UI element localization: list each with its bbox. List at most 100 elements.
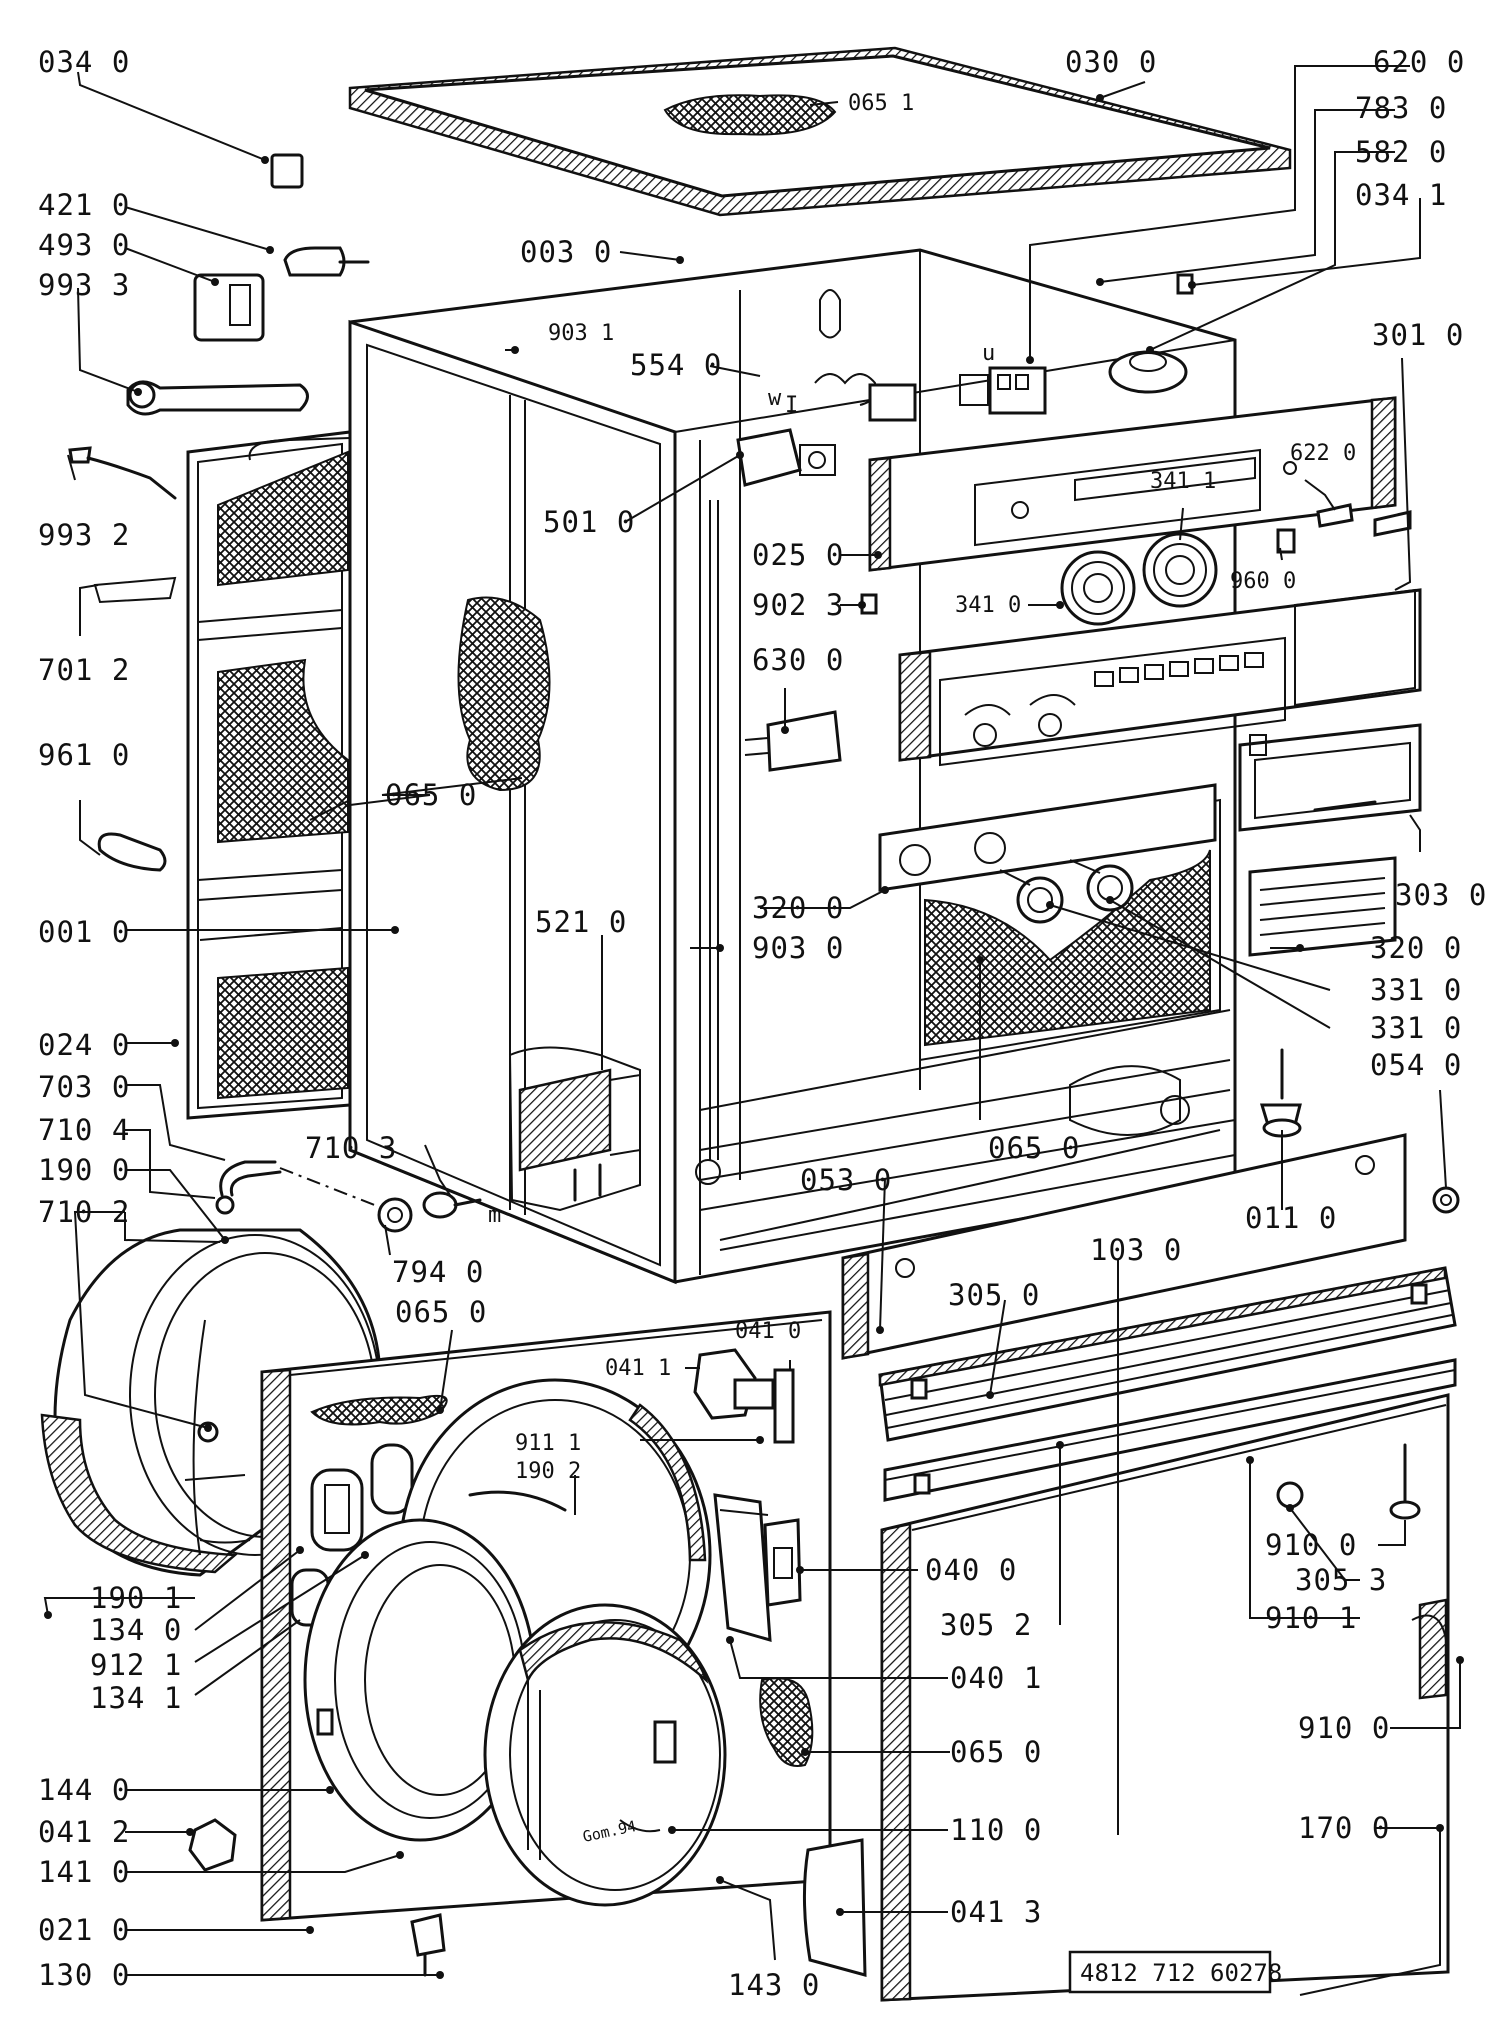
part-label: 910 1	[1265, 1601, 1357, 1635]
part-label: 041 3	[950, 1895, 1042, 1929]
part-label: 341 0	[955, 593, 1021, 618]
part-label: 030 0	[1065, 45, 1157, 79]
part-label: 053 0	[800, 1163, 892, 1197]
part-label: 305 2	[940, 1608, 1032, 1642]
door-hinge	[713, 1493, 802, 1643]
part-label: 320 0	[752, 891, 844, 925]
part-label: 620 0	[1373, 45, 1465, 79]
part-label: 034 0	[38, 45, 130, 79]
part-label: 190 2	[515, 1459, 581, 1484]
part-label: 103 0	[1090, 1233, 1182, 1267]
part-label: 960 0	[1230, 569, 1296, 594]
top-cover	[348, 46, 1292, 217]
part-label: 190 0	[38, 1153, 130, 1187]
part-label: 794 0	[392, 1255, 484, 1289]
part-label: 630 0	[752, 643, 844, 677]
part-label: 134 1	[90, 1681, 182, 1715]
part-label: 041 0	[735, 1319, 801, 1344]
counterweight-305	[878, 1266, 1457, 1442]
part-label: 421 0	[38, 188, 130, 222]
part-label: 003 0	[520, 235, 612, 269]
part-label: 041 1	[605, 1356, 671, 1381]
part-label: 903 0	[752, 931, 844, 965]
part-label: 582 0	[1355, 135, 1447, 169]
part-label: 305 0	[948, 1278, 1040, 1312]
timer-dial-left	[1060, 550, 1136, 626]
panel-buttons	[1094, 652, 1264, 687]
mark-i: I	[785, 393, 798, 418]
mark-u: u	[982, 341, 995, 366]
part-label: 001 0	[38, 915, 130, 949]
part-label: 331 0	[1370, 973, 1462, 1007]
part-label: 710 2	[38, 1195, 130, 1229]
part-label: 040 1	[950, 1661, 1042, 1695]
part-label: 903 1	[548, 321, 614, 346]
mark-m: m	[488, 1203, 501, 1228]
loose-parts-top-left	[68, 153, 370, 872]
part-label: 065 0	[988, 1131, 1080, 1165]
part-label: 911 1	[515, 1431, 581, 1456]
part-label: 025 0	[752, 538, 844, 572]
part-label: 054 0	[1370, 1048, 1462, 1082]
part-label: 910 0	[1265, 1528, 1357, 1562]
part-label: 011 0	[1245, 1201, 1337, 1235]
part-label: 134 0	[90, 1613, 182, 1647]
part-label: 024 0	[38, 1028, 130, 1062]
drain-pump	[508, 1046, 641, 1212]
part-label: 341 1	[1150, 469, 1216, 494]
leader-lines	[43, 65, 1461, 1996]
part-label: 493 0	[38, 228, 130, 262]
part-label: 521 0	[535, 905, 627, 939]
part-label: 701 2	[38, 653, 130, 687]
mark-w: w	[768, 386, 782, 411]
part-label: 710 3	[305, 1131, 397, 1165]
part-label: 703 0	[38, 1070, 130, 1104]
part-label: 143 0	[728, 1968, 820, 2002]
part-label: 993 3	[38, 268, 130, 302]
part-label: 041 2	[38, 1815, 130, 1849]
kickplate-053	[841, 1133, 1407, 1360]
part-label: 910 0	[1298, 1711, 1390, 1745]
part-label: 021 0	[38, 1913, 130, 1947]
part-label: 993 2	[38, 518, 130, 552]
part-label: 622 0	[1290, 441, 1356, 466]
part-labels: 034 0 030 0 620 0 065 1 783 0 582 0 034 …	[38, 45, 1487, 2002]
control-panel	[868, 396, 1422, 957]
part-label: 320 0	[1370, 931, 1462, 965]
part-label: 144 0	[38, 1773, 130, 1807]
part-label: 783 0	[1355, 91, 1447, 125]
part-label: 501 0	[543, 505, 635, 539]
part-label: 912 1	[90, 1648, 182, 1682]
part-label: 130 0	[38, 1958, 130, 1992]
part-label: 710 4	[38, 1113, 130, 1147]
door-outer-ring	[303, 1518, 537, 1842]
part-label: 065 1	[848, 91, 914, 116]
part-label: 301 0	[1372, 318, 1464, 352]
part-label: 040 0	[925, 1553, 1017, 1587]
document-number-box: 4812 712 60278	[1068, 1950, 1282, 1994]
door-lock	[188, 1348, 795, 1977]
hoses-and-fittings	[213, 1160, 482, 1249]
tub-back-area	[919, 798, 1221, 1062]
part-label: 902 3	[752, 588, 844, 622]
right-side-panel-103	[880, 1393, 1450, 2002]
part-label: 961 0	[38, 738, 130, 772]
part-label: 065 0	[385, 778, 477, 812]
rail-305-2	[883, 1358, 1457, 1502]
part-label: 110 0	[950, 1813, 1042, 1847]
leader-dots	[44, 94, 1464, 1979]
part-label: 331 0	[1370, 1011, 1462, 1045]
part-label: 065 0	[950, 1735, 1042, 1769]
part-label: 170 0	[1298, 1811, 1390, 1845]
part-label: 554 0	[630, 348, 722, 382]
left-side-panel	[186, 430, 352, 1120]
door-glass-assembly: Gom.94	[483, 1603, 727, 1907]
part-label: 141 0	[38, 1855, 130, 1889]
knobs	[999, 859, 1134, 924]
part-label: 065 0	[395, 1295, 487, 1329]
cover-041-3	[802, 1838, 867, 1977]
part-label: 034 1	[1355, 178, 1447, 212]
part-label: 190 1	[90, 1581, 182, 1615]
part-label: 303 0	[1395, 878, 1487, 912]
